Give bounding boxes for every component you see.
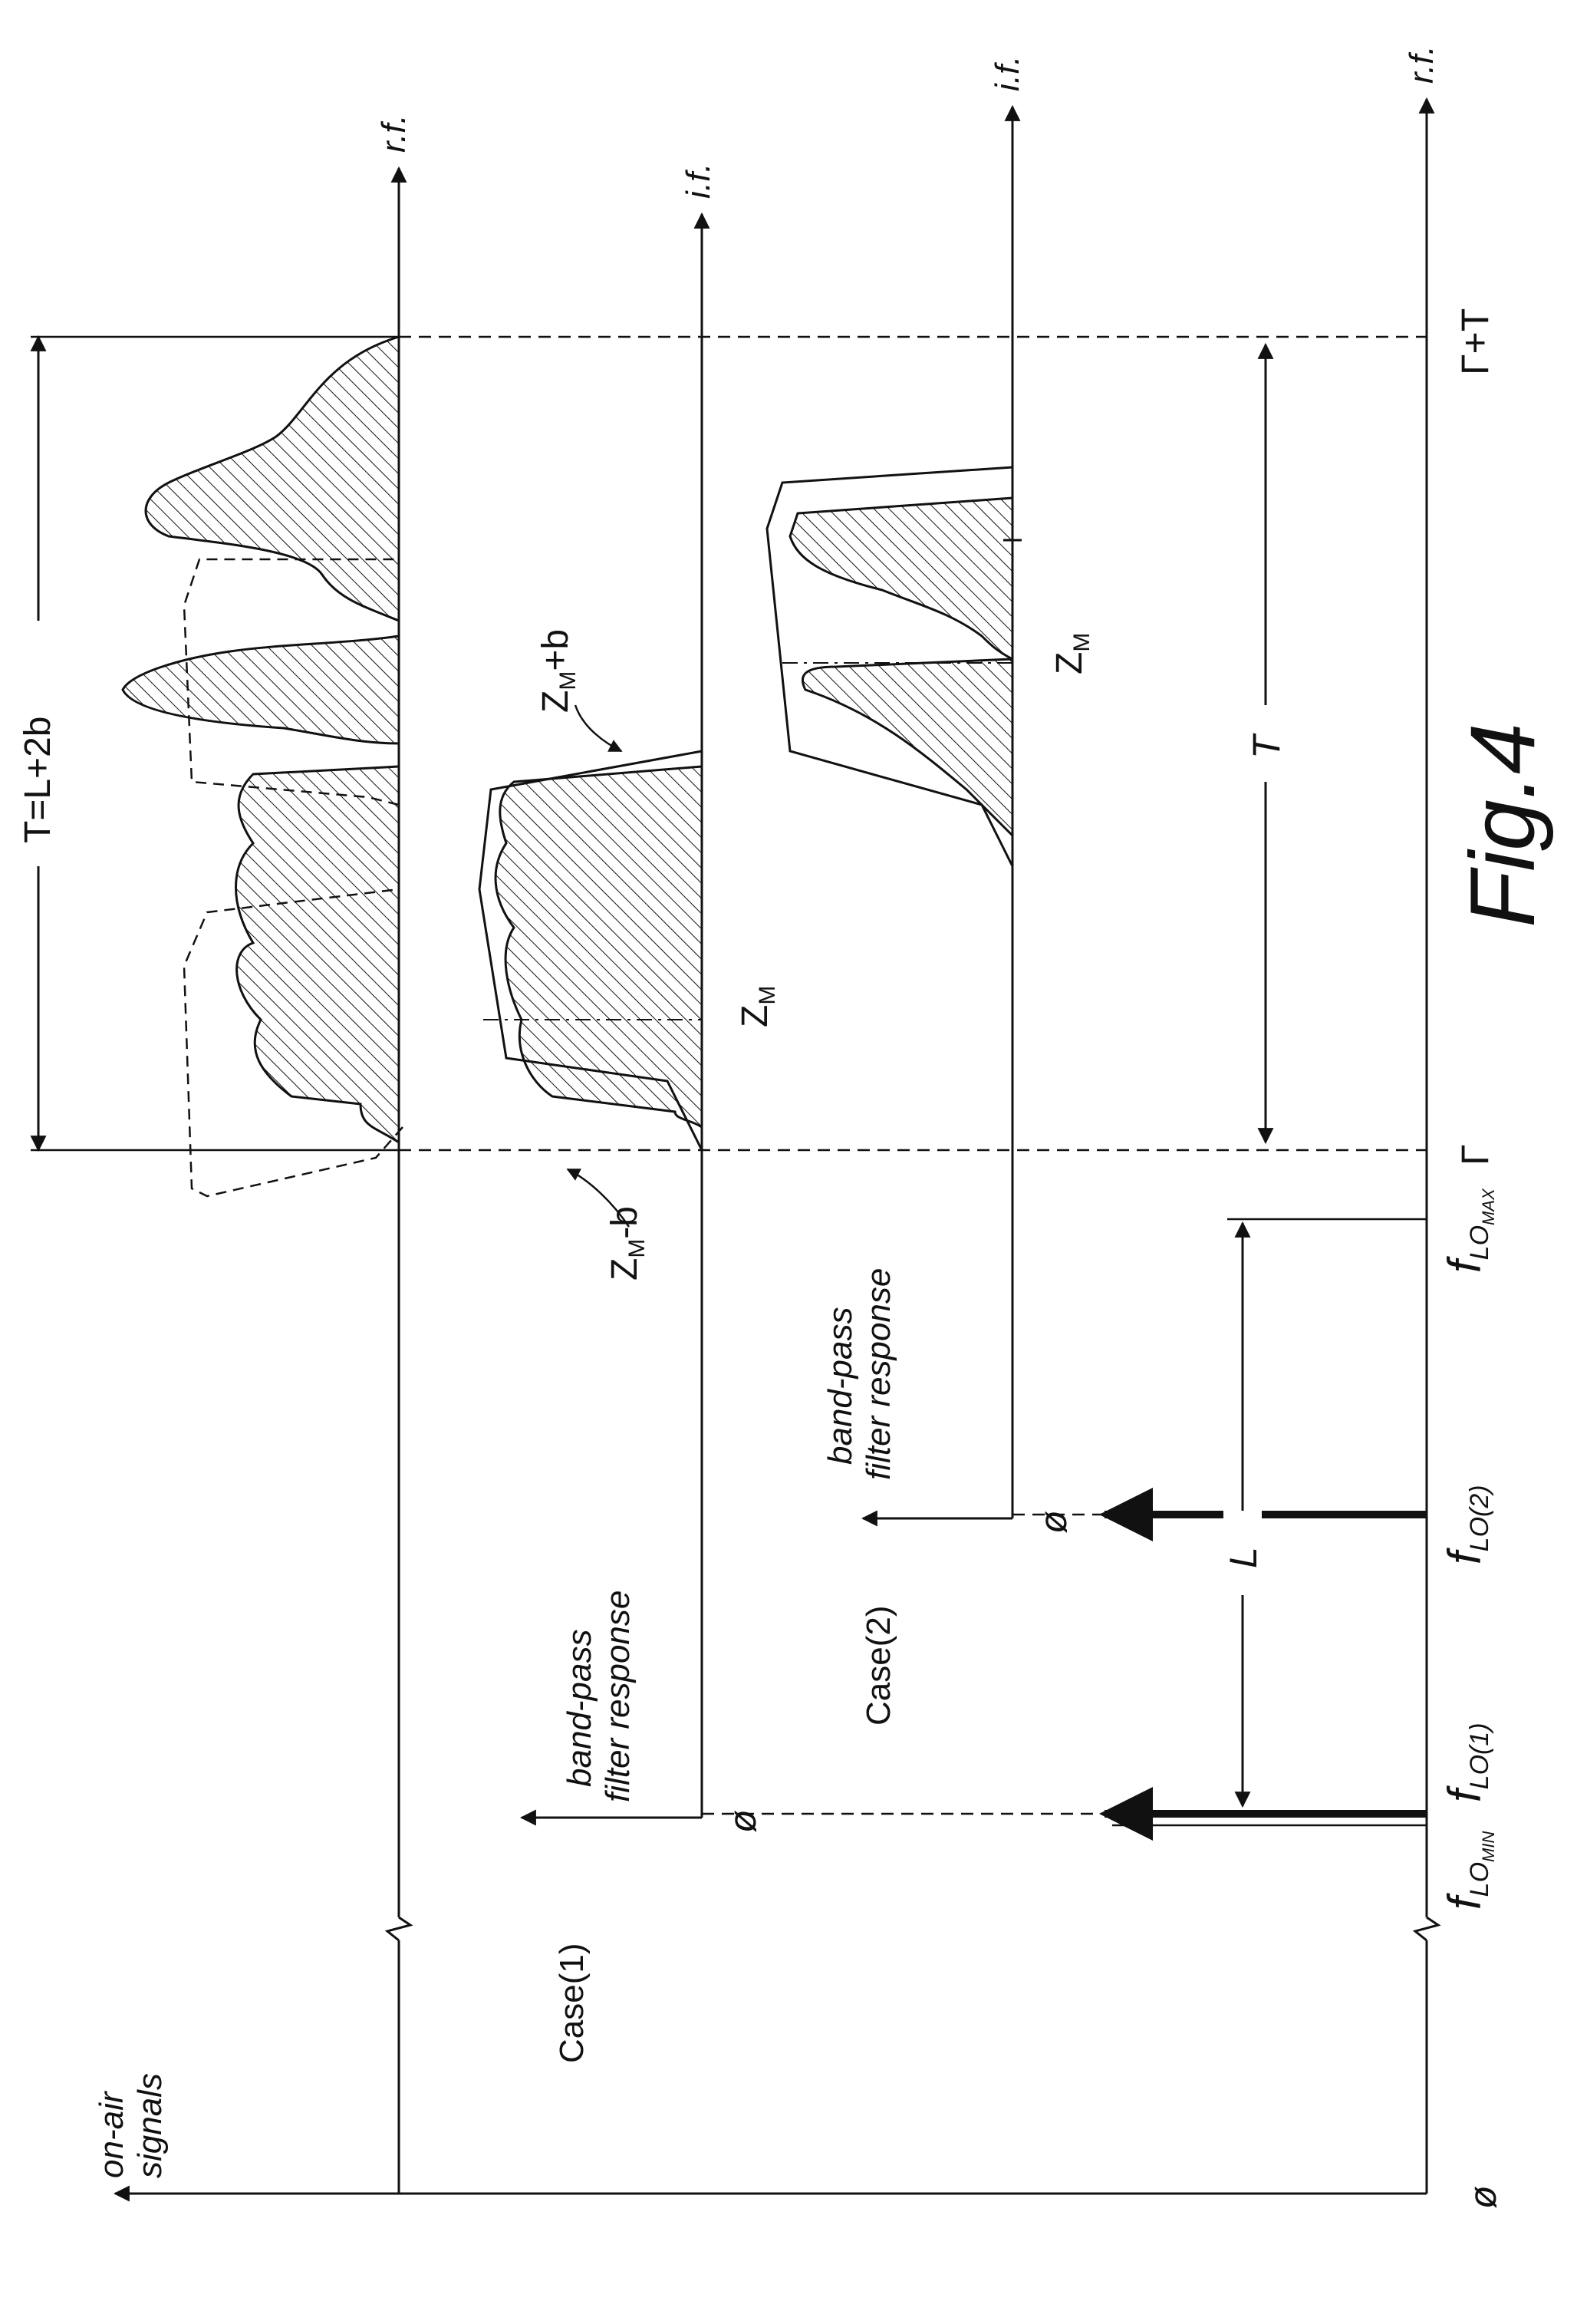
- lo-min-label: fLOMIN: [1439, 1831, 1498, 1910]
- if-case1-axis-label: i.f.: [680, 163, 717, 199]
- zm-plus-b-suffix: +b: [535, 629, 576, 671]
- rf-main-axis-label: r.f.: [375, 114, 413, 153]
- case2-label: Case(2): [860, 1606, 897, 1726]
- zm-case1-sub: M: [755, 986, 780, 1005]
- signal-block-3: [146, 337, 399, 621]
- case2-filter-label-line2: filter response: [860, 1268, 897, 1480]
- zm-case2-main: Z: [1049, 652, 1090, 674]
- on-air-label-line2: signals: [131, 2073, 169, 2178]
- signal-block-2: [123, 636, 399, 743]
- lo-max-label-sub: LO: [1465, 1225, 1494, 1260]
- figure-caption: Fig.4: [1451, 723, 1554, 928]
- t-total-label: T=L+2b: [18, 717, 58, 843]
- signal-block-1: [236, 766, 400, 1142]
- lo1-label: fLO(1): [1439, 1722, 1494, 1802]
- zero-label-case1: ø: [721, 1809, 764, 1833]
- case1-filter-label: band-pass filter response: [561, 1591, 637, 1802]
- l-dimension: [1223, 1223, 1262, 1806]
- case2-signal-left: [802, 659, 1012, 836]
- gamma-label: Γ: [1454, 1144, 1496, 1165]
- zm-minus-b-label: ZM-b: [604, 1206, 650, 1281]
- zm-plus-b-main: Z: [535, 691, 576, 713]
- zero-label-case2: ø: [1032, 1510, 1075, 1534]
- case1-if-spectrum: [479, 751, 702, 1150]
- zm-plus-b-sub: M: [555, 671, 581, 691]
- zm-case2-sub: M: [1069, 633, 1095, 652]
- lo2-label: fLO(2): [1439, 1485, 1494, 1564]
- case1-signal-shape: [495, 766, 702, 1127]
- on-air-label-line1: on-air: [93, 2090, 130, 2178]
- case2-filter-label-line1: band-pass: [821, 1307, 859, 1465]
- lo-max-label-subsub: MAX: [1479, 1188, 1498, 1225]
- lo-max-label: fLOMAX: [1439, 1188, 1498, 1273]
- t-label: T: [1245, 733, 1288, 759]
- zm-case1-main: Z: [735, 1005, 775, 1027]
- lo2-label-sub: LO(2): [1465, 1485, 1494, 1551]
- zm-case1-label: ZM: [735, 986, 780, 1027]
- on-air-label: on-air signals: [93, 2073, 169, 2178]
- gamma-plus-t-label: Γ+T: [1454, 308, 1496, 375]
- zm-case2-label: ZM: [1049, 633, 1095, 674]
- zm-minus-b-main: Z: [604, 1258, 645, 1281]
- zm-minus-b-suffix: -b: [604, 1206, 645, 1239]
- case1-filter-label-line1: band-pass: [561, 1630, 598, 1787]
- if-case2-axis-label: i.f.: [989, 56, 1026, 91]
- case2-filter-label: band-pass filter response: [821, 1268, 897, 1480]
- zm-plus-b-pointer: [575, 705, 621, 751]
- rf-bottom-axis: [1415, 99, 1438, 2194]
- zero-label-bottom: ø: [1461, 2185, 1504, 2209]
- l-label: L: [1222, 1547, 1265, 1568]
- case2-if-spectrum: [767, 467, 1012, 866]
- case1-label: Case(1): [553, 1943, 591, 2064]
- case2-signal-right: [790, 498, 1012, 659]
- lo-min-label-sub: LO: [1465, 1862, 1494, 1897]
- lo1-label-sub: LO(1): [1465, 1722, 1494, 1789]
- case1-filter-label-line2: filter response: [599, 1591, 637, 1802]
- rf-bottom-axis-label: r.f.: [1403, 45, 1440, 84]
- lo-lines: [1105, 1219, 1427, 1825]
- lo-min-label-subsub: MIN: [1479, 1831, 1498, 1862]
- zm-minus-b-sub: M: [624, 1239, 650, 1258]
- on-air-signal-spectrum: [123, 337, 399, 1142]
- zm-plus-b-label: ZM+b: [535, 629, 581, 713]
